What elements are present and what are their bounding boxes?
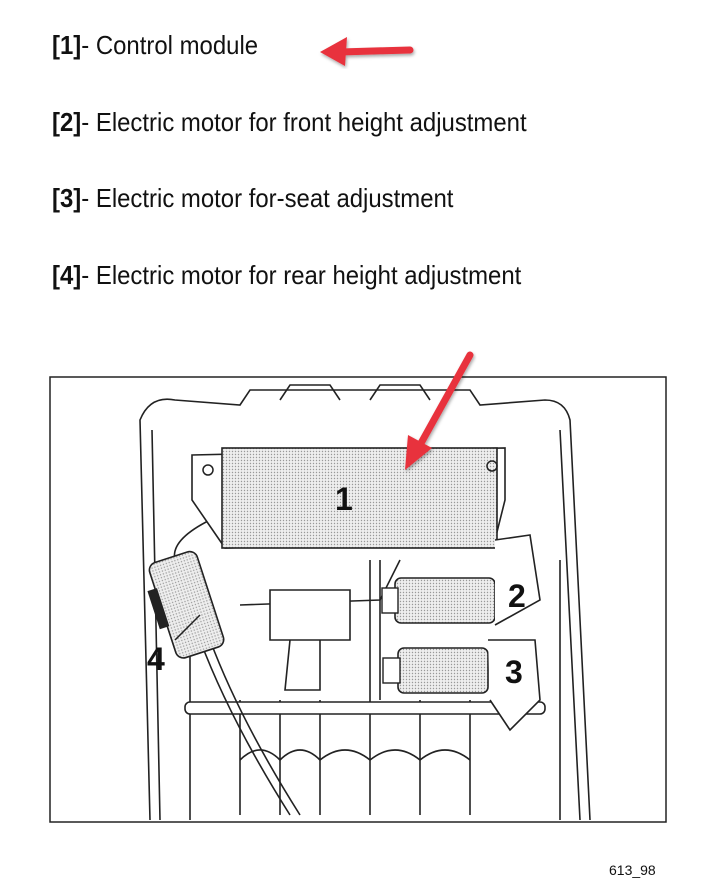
- legend-text: Electric motor for rear height adjustmen…: [95, 260, 522, 290]
- legend-separator: -: [81, 107, 96, 137]
- figure-id: 613_98: [609, 862, 656, 878]
- legend-number: [3]: [52, 183, 82, 213]
- front-height-motor: [381, 534, 541, 626]
- legend-item-2: [2]- Electric motor for front height adj…: [52, 107, 527, 138]
- legend-number: [1]: [52, 30, 82, 60]
- callout-2: 2: [508, 578, 526, 614]
- rear-height-motor: [147, 550, 225, 659]
- legend-separator: -: [81, 30, 96, 60]
- leader-line-4: [174, 614, 201, 641]
- legend-separator: -: [81, 260, 96, 290]
- arrow-to-control-module: [405, 351, 474, 470]
- legend-number: [4]: [52, 260, 82, 290]
- callout-1: 1: [335, 481, 353, 517]
- diagram-frame: [49, 376, 667, 823]
- seat-adjustment-motor: [382, 639, 541, 732]
- callout-4: 4: [147, 641, 165, 677]
- control-module: [191, 447, 506, 549]
- legend-item-3: [3]- Electric motor for-seat adjustment: [52, 183, 453, 214]
- legend-separator: -: [81, 183, 96, 213]
- legend-text: Control module: [95, 30, 259, 60]
- legend-item-1: [1]- Control module: [52, 30, 258, 61]
- legend-text: Electric motor for front height adjustme…: [95, 107, 527, 137]
- arrow-to-control-module-label: [320, 37, 414, 66]
- legend-text: Electric motor for-seat adjustment: [95, 183, 454, 213]
- legend-number: [2]: [52, 107, 82, 137]
- callout-3: 3: [505, 654, 523, 690]
- legend-item-4: [4]- Electric motor for rear height adju…: [52, 260, 521, 291]
